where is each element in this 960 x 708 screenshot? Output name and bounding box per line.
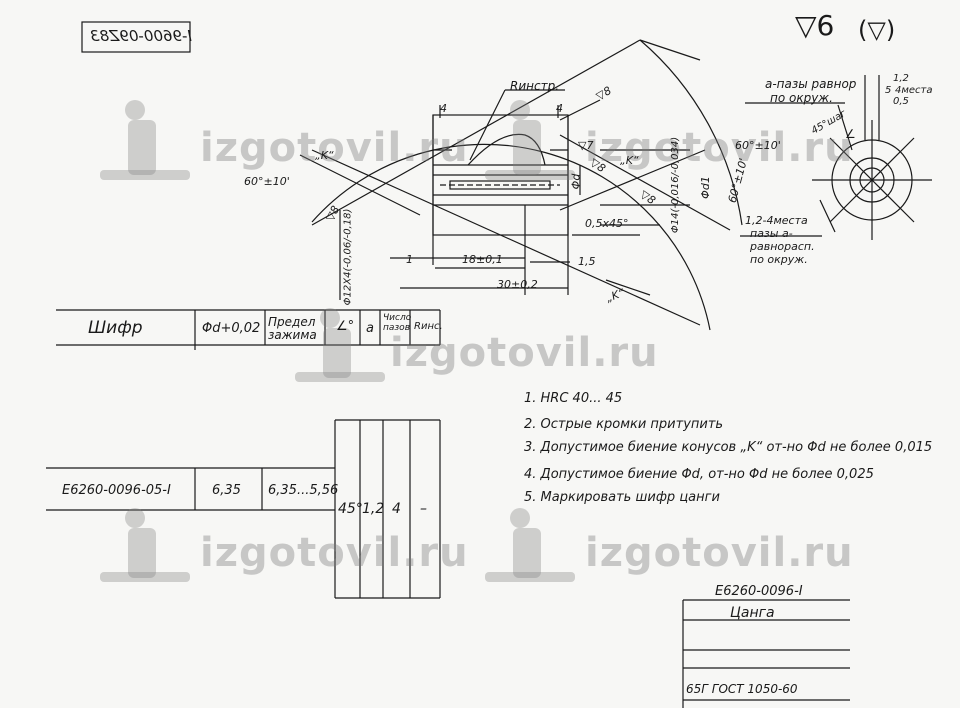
- cone-k-mid: „K“: [620, 154, 639, 167]
- table-header-range: Предел зажима: [268, 315, 317, 343]
- title-part-name: Цанга: [730, 605, 775, 621]
- table-cell-code: E6260-0096-05-I: [62, 483, 171, 498]
- roughness-main: ▽6: [795, 9, 835, 42]
- watermark-logo-icon: [485, 508, 575, 582]
- dim-chamfer: 0,5x45°: [585, 217, 629, 230]
- note-4: 4. Допустимое биение Φd, от-но Φd не бол…: [524, 467, 874, 482]
- angle-right-a: 60°±10': [735, 139, 781, 152]
- dim-4-right: 4: [556, 102, 563, 115]
- dim-phi-d: Φd: [569, 173, 583, 190]
- note-5: 5. Маркировать шифр цанги: [524, 490, 720, 505]
- dim-1: 1: [406, 253, 413, 266]
- table-header-code: Шифр: [88, 318, 143, 338]
- watermark-logo-icon: [295, 308, 385, 382]
- roughness-other: (▽): [858, 16, 896, 44]
- dim-30: 30±0,2: [497, 278, 538, 291]
- watermark-text: izgotovil.ru: [390, 330, 659, 376]
- side-note-bottom-b: пазы а-: [750, 227, 793, 240]
- table-header-d: Φd+0,02: [202, 321, 261, 336]
- watermark-logo-icon: [485, 100, 575, 180]
- dim-phi-14: Φ14(-0,016/-0,034): [670, 136, 682, 234]
- table-cell-range: 6,35...5,56: [268, 483, 339, 498]
- table-header-r: Rинс.: [414, 321, 443, 332]
- side-dim-5: 5: [885, 85, 892, 96]
- side-angle-symbol: ∠: [845, 127, 856, 141]
- note-3: 3. Допустимое биение конусов „K“ от-но Φ…: [524, 440, 933, 455]
- table-cell-d: 6,35: [212, 483, 241, 498]
- watermark-logo-icon: [100, 100, 190, 180]
- table-header-angle: ∠°: [336, 319, 355, 334]
- dim-thread: Φ12X4(-0,06/-0,18): [342, 208, 354, 306]
- watermark-logo-icon: [100, 508, 190, 582]
- side-note-bottom-d: по окруж.: [750, 253, 808, 266]
- side-dim-0-5: 0,5: [893, 96, 909, 107]
- table-header-slots: Число пазов: [383, 313, 412, 333]
- side-note-bottom-c: равнорасп.: [750, 240, 815, 253]
- table-cell-a: 1,2: [362, 501, 385, 517]
- r-tool-label: Rинстр.: [510, 79, 560, 93]
- table-cell-angle: 45°: [338, 501, 363, 517]
- title-doc-number: E6260-0096-I: [715, 584, 803, 599]
- doc-number-frame: [81, 21, 191, 53]
- side-note-slots-b: по окруж.: [770, 91, 833, 105]
- dimension-arc-right: [639, 39, 743, 226]
- watermark-text: izgotovil.ru: [585, 530, 854, 576]
- doc-number-mirrored: I-9600-09Z83: [90, 27, 192, 45]
- table-cell-slots: 4: [392, 501, 401, 517]
- cone-k-left: „K“: [315, 149, 334, 162]
- dimension-arc-large: [311, 143, 711, 331]
- note-2: 2. Острые кромки притупить: [524, 417, 724, 432]
- side-note-places: 4места: [895, 85, 933, 96]
- dim-4-left: 4: [440, 102, 447, 115]
- dim-18: 18±0,1: [462, 253, 503, 266]
- side-note-bottom-a: 1,2-4места: [745, 214, 808, 227]
- watermark-text: izgotovil.ru: [585, 125, 854, 171]
- title-material: 65Г ГОСТ 1050-60: [686, 682, 798, 696]
- cone-line-a: [311, 149, 701, 326]
- table-header-a: a: [366, 321, 374, 336]
- table-cell-r: –: [420, 501, 427, 517]
- side-note-slots-a: a-пазы равнор: [765, 77, 857, 91]
- side-dim-1-2: 1,2: [893, 73, 909, 84]
- angle-left: 60°±10': [244, 175, 290, 188]
- dim-1-5: 1,5: [578, 255, 596, 268]
- watermark-text: izgotovil.ru: [200, 530, 469, 576]
- note-1: 1. HRC 40... 45: [524, 391, 623, 406]
- cone-line-b: [311, 39, 641, 226]
- roughness-7: ▽7: [578, 139, 594, 152]
- watermark-text: izgotovil.ru: [200, 125, 469, 171]
- dim-phi-d1: Φd1: [698, 176, 712, 199]
